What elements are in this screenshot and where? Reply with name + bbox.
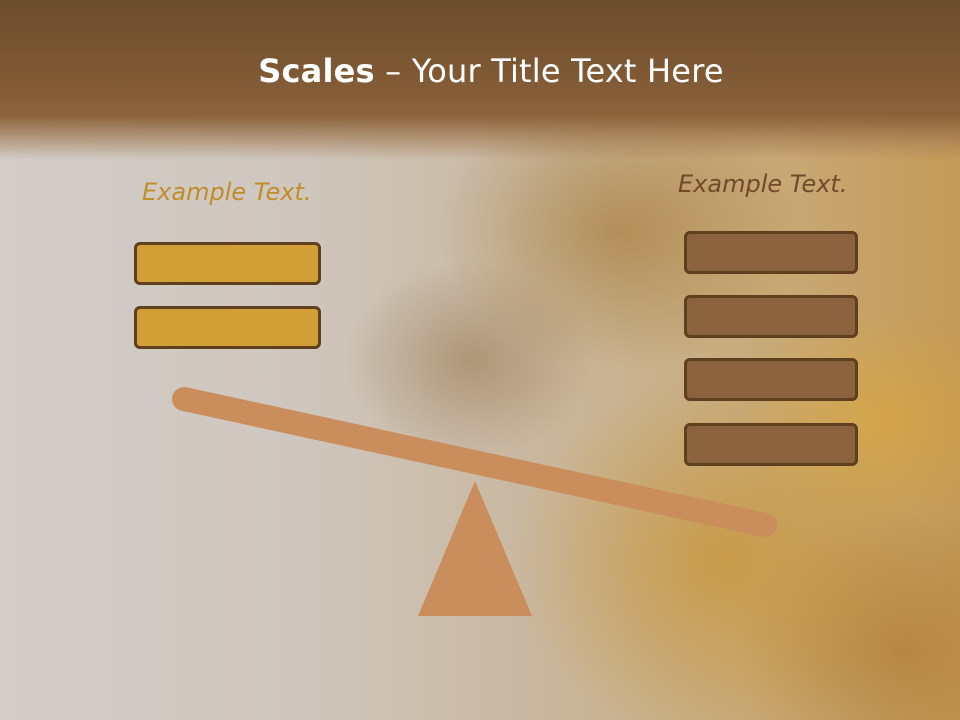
title-bold: Scales bbox=[258, 52, 375, 90]
scale-beam bbox=[172, 387, 777, 537]
right-box-1 bbox=[684, 231, 858, 274]
right-box-2 bbox=[684, 295, 858, 338]
title-bar bbox=[0, 0, 960, 160]
right-box-4 bbox=[684, 423, 858, 466]
slide-title: Scales – Your Title Text Here bbox=[0, 52, 960, 90]
left-box-2 bbox=[134, 306, 321, 349]
scale-fulcrum bbox=[418, 481, 532, 616]
left-label: Example Text. bbox=[142, 178, 312, 206]
left-box-1 bbox=[134, 242, 321, 285]
right-box-3 bbox=[684, 358, 858, 401]
right-label: Example Text. bbox=[678, 170, 848, 198]
title-rest: – Your Title Text Here bbox=[374, 52, 724, 90]
